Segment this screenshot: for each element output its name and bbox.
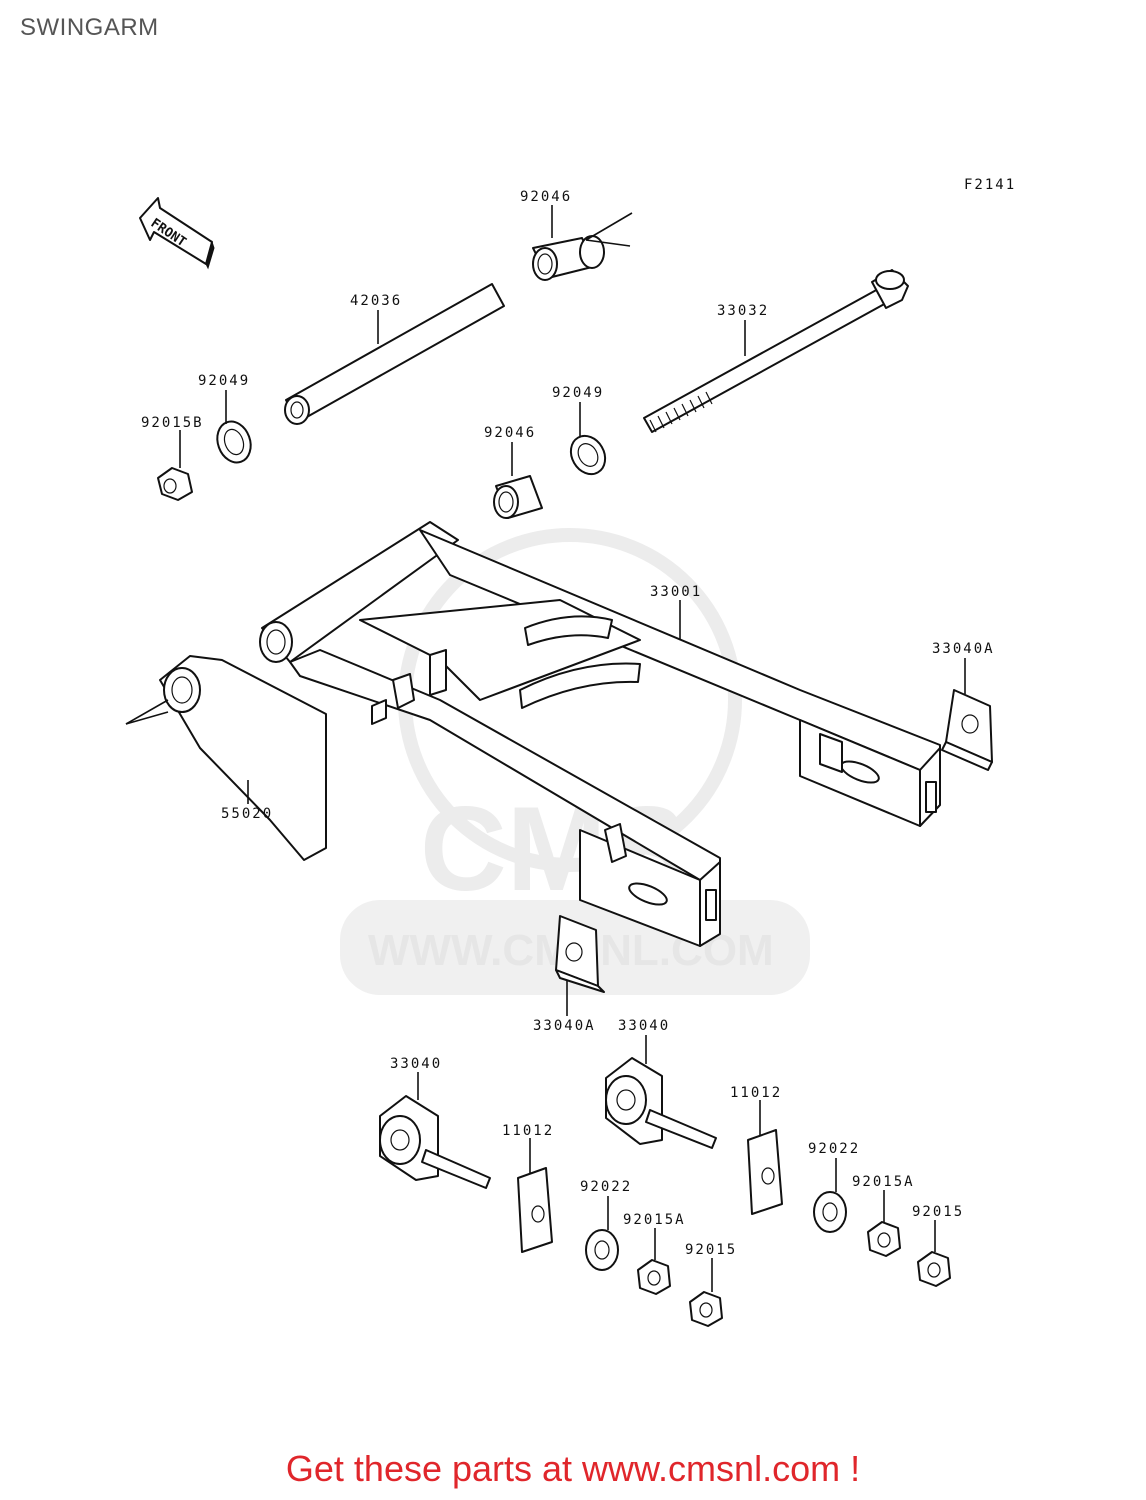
- callout-92015A-right: 92015A: [852, 1174, 915, 1190]
- part-92046-bearing-mid: [493, 442, 543, 519]
- callout-92015-right: 92015: [912, 1204, 964, 1220]
- callout-33001: 33001: [650, 584, 702, 600]
- callout-92022-left: 92022: [580, 1179, 632, 1195]
- callout-92049-left: 92049: [198, 373, 250, 389]
- callout-33040-left: 33040: [390, 1056, 442, 1072]
- part-33040-adjuster-right: [605, 1035, 717, 1149]
- page-title: SWINGARM: [20, 14, 159, 41]
- callout-33040A-right: 33040A: [932, 641, 995, 657]
- part-92022-washer-left: [585, 1196, 619, 1271]
- part-11012-plate-right: [747, 1100, 783, 1215]
- get-parts-link[interactable]: Get these parts at www.cmsnl.com !: [285, 1448, 861, 1489]
- part-33001-swingarm: [259, 521, 941, 947]
- part-92049-seal-right: [569, 402, 607, 476]
- part-42036-collar: [284, 283, 505, 425]
- callout-33040A-bottom: 33040A: [533, 1018, 596, 1034]
- callout-92015-left: 92015: [685, 1242, 737, 1258]
- part-33040A-plate-right: [941, 658, 993, 771]
- callout-92046-top: 92046: [520, 189, 572, 205]
- callout-11012-left: 11012: [502, 1123, 554, 1139]
- callout-33040-right: 33040: [618, 1018, 670, 1034]
- part-92022-washer-right: [813, 1158, 847, 1233]
- part-92049-seal-left: [216, 390, 252, 464]
- callout-92015A-left: 92015A: [623, 1212, 686, 1228]
- callout-33032: 33032: [717, 303, 769, 319]
- part-33032-pivot-shaft: [643, 269, 909, 433]
- part-33040-adjuster-left: [379, 1072, 491, 1189]
- callout-92022-right: 92022: [808, 1141, 860, 1157]
- callout-11012-right: 11012: [730, 1085, 782, 1101]
- callout-92046-mid: 92046: [484, 425, 536, 441]
- front-arrow-icon: FRONT: [139, 197, 215, 270]
- part-55020-chain-guard: [125, 655, 327, 861]
- callout-92015B: 92015B: [141, 415, 204, 431]
- callout-42036: 42036: [350, 293, 402, 309]
- part-92015A-nut-left: [637, 1228, 671, 1295]
- part-92046-bearing-top: [532, 205, 633, 281]
- callout-92049-right: 92049: [552, 385, 604, 401]
- part-92015-nut-left: [689, 1258, 723, 1327]
- callout-55020: 55020: [221, 806, 273, 822]
- figure-code: F2141: [964, 177, 1016, 193]
- part-92015-nut-right: [917, 1220, 951, 1287]
- part-92015B-nut: [157, 430, 193, 501]
- part-92015A-nut-right: [867, 1190, 901, 1257]
- part-11012-plate-left: [517, 1138, 553, 1253]
- part-33040A-plate-bottom: [555, 915, 605, 1016]
